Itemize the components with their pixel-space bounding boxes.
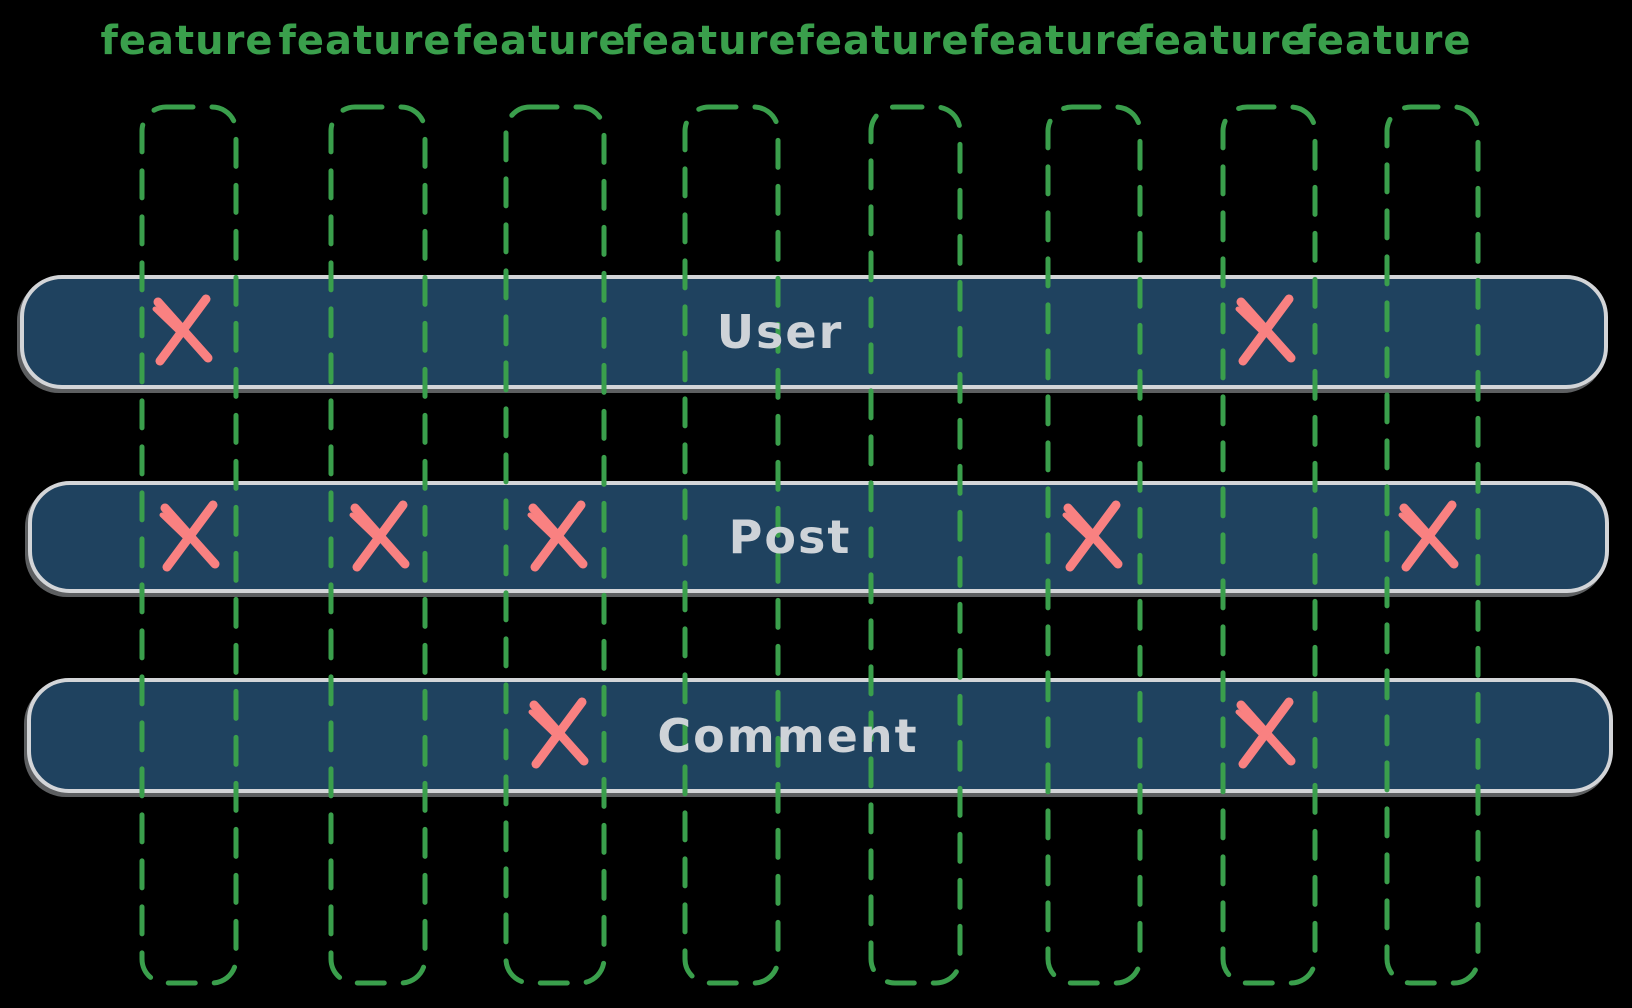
dashed-column-outline bbox=[682, 104, 781, 986]
x-mark-icon bbox=[155, 496, 225, 576]
entity-row-user bbox=[20, 275, 1608, 389]
feature-column bbox=[328, 104, 428, 990]
x-mark-icon bbox=[148, 290, 218, 370]
feature-column-label: feature bbox=[1135, 18, 1309, 64]
x-mark-icon bbox=[345, 496, 415, 576]
x-mark-icon bbox=[1231, 290, 1301, 370]
feature-column bbox=[139, 104, 239, 990]
entity-label-comment: Comment bbox=[657, 708, 919, 763]
feature-column bbox=[1384, 104, 1481, 990]
x-mark-icon bbox=[1058, 496, 1128, 576]
feature-column-label: feature bbox=[100, 18, 274, 64]
x-mark-icon bbox=[524, 693, 594, 773]
feature-column-label: feature bbox=[623, 18, 797, 64]
entity-label-user: User bbox=[716, 305, 844, 359]
feature-column bbox=[682, 104, 781, 990]
feature-column bbox=[1045, 104, 1143, 990]
x-mark-icon bbox=[1231, 693, 1301, 773]
dashed-column-outline bbox=[1384, 104, 1481, 986]
dashed-column-outline bbox=[868, 104, 963, 986]
entity-row-comment bbox=[27, 678, 1613, 793]
dashed-column-outline bbox=[503, 104, 607, 986]
x-mark-icon bbox=[1394, 496, 1464, 576]
feature-column bbox=[503, 104, 607, 990]
dashed-column-outline bbox=[1220, 104, 1318, 986]
feature-column-label: feature bbox=[278, 18, 452, 64]
entity-row-post bbox=[28, 481, 1609, 593]
feature-column-label: feature bbox=[1298, 18, 1472, 64]
dashed-column-outline bbox=[139, 104, 239, 986]
feature-column-label: feature bbox=[796, 18, 970, 64]
feature-column-label: feature bbox=[453, 18, 627, 64]
x-mark-icon bbox=[523, 496, 593, 576]
entity-label-post: Post bbox=[728, 510, 852, 564]
dashed-column-outline bbox=[1045, 104, 1143, 986]
feature-column bbox=[1220, 104, 1318, 990]
dashed-column-outline bbox=[328, 104, 428, 986]
feature-column-label: feature bbox=[970, 18, 1144, 64]
feature-column bbox=[868, 104, 963, 990]
